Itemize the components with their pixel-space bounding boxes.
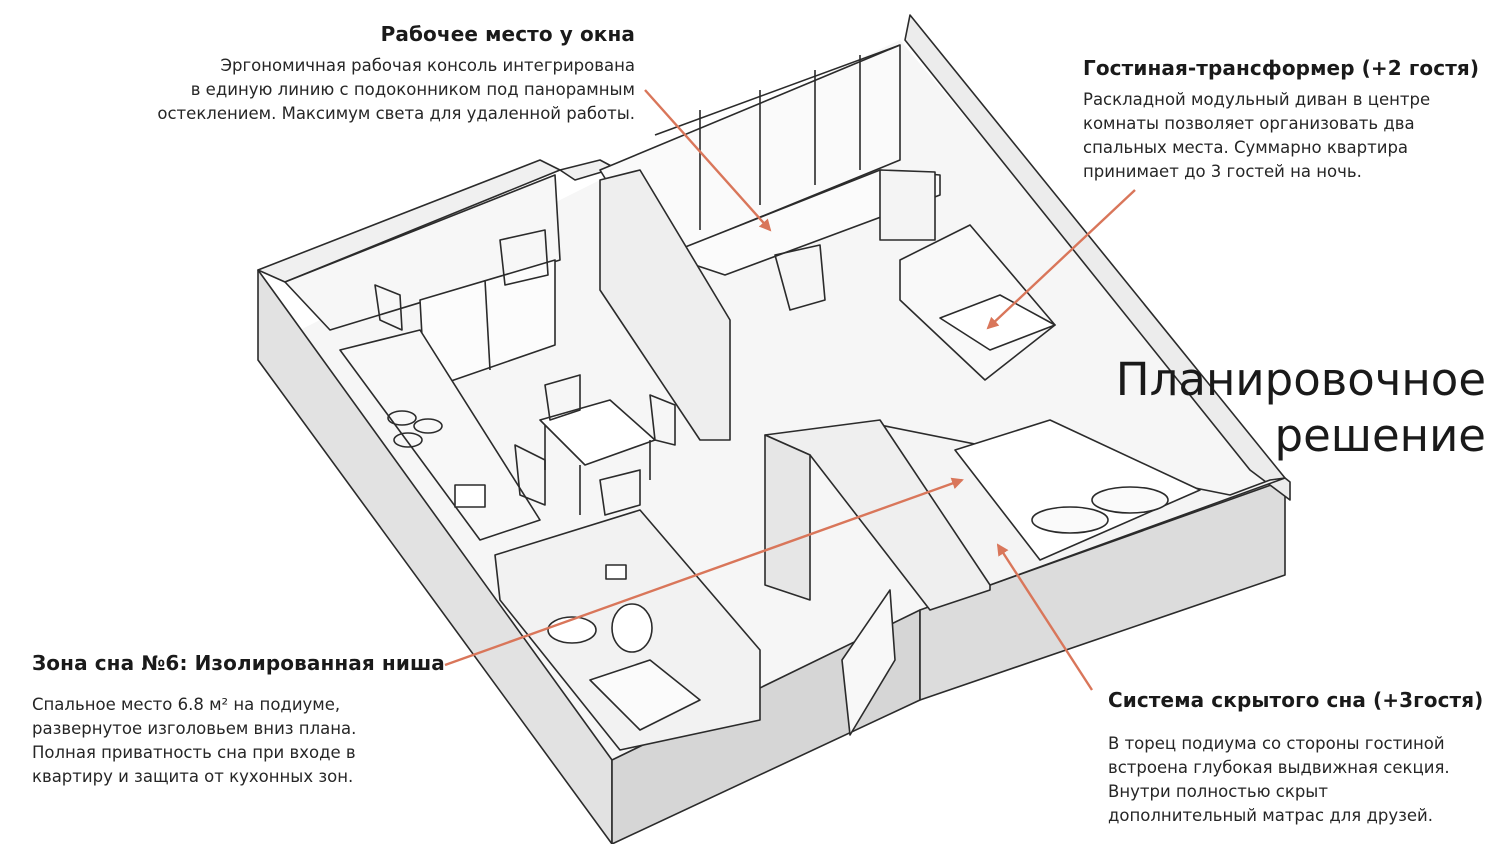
bed <box>954 419 1201 561</box>
chair <box>499 229 549 286</box>
outer-wall-right-bottom <box>919 479 1286 701</box>
annotation-living-heading: Гостиная-трансформер (+2 гостя) <box>1083 56 1480 80</box>
page-title: Планировочное решение <box>1115 353 1486 462</box>
annotation-hidden-text: В торец подиума со стороны гостиной встр… <box>1108 734 1450 825</box>
interior-wall <box>599 169 731 441</box>
chair <box>514 444 546 506</box>
work-console <box>664 169 941 276</box>
chair <box>599 469 641 516</box>
arrow-work <box>644 89 772 232</box>
chair <box>374 284 403 331</box>
annotation-sleeping-niche: Зона сна №6: Изолированная ниша Спальное… <box>32 651 445 789</box>
outer-wall-left <box>257 269 613 844</box>
entrance-door <box>841 589 896 736</box>
chair <box>649 394 676 446</box>
chair <box>774 244 826 311</box>
kitchen-counter <box>339 329 541 541</box>
annotation-workplace-text: Эргономичная рабочая консоль интегрирова… <box>157 56 635 123</box>
loggia <box>284 174 561 331</box>
arrow-hidden <box>996 543 1094 691</box>
sofa <box>899 224 1056 381</box>
annotation-niche-text: Спальное место 6.8 м² на подиуме, развер… <box>32 695 357 786</box>
annotation-workplace: Рабочее место у окна Эргономичная рабоча… <box>60 22 635 126</box>
annotation-living-room: Гостиная-трансформер (+2 гостя) Раскладн… <box>1083 56 1479 184</box>
annotation-living-text: Раскладной модульный диван в центре комн… <box>1083 90 1431 181</box>
annotation-hidden-sleep: Система скрытого сна (+3гостя) В торец п… <box>1108 688 1483 828</box>
chair <box>544 374 581 421</box>
annotation-workplace-heading: Рабочее место у окна <box>380 22 635 46</box>
annotation-hidden-heading: Система скрытого сна (+3гостя) <box>1108 688 1484 712</box>
arrow-living <box>986 189 1136 330</box>
arrow-niche <box>444 477 964 667</box>
annotation-niche-heading: Зона сна №6: Изолированная ниша <box>32 651 445 675</box>
